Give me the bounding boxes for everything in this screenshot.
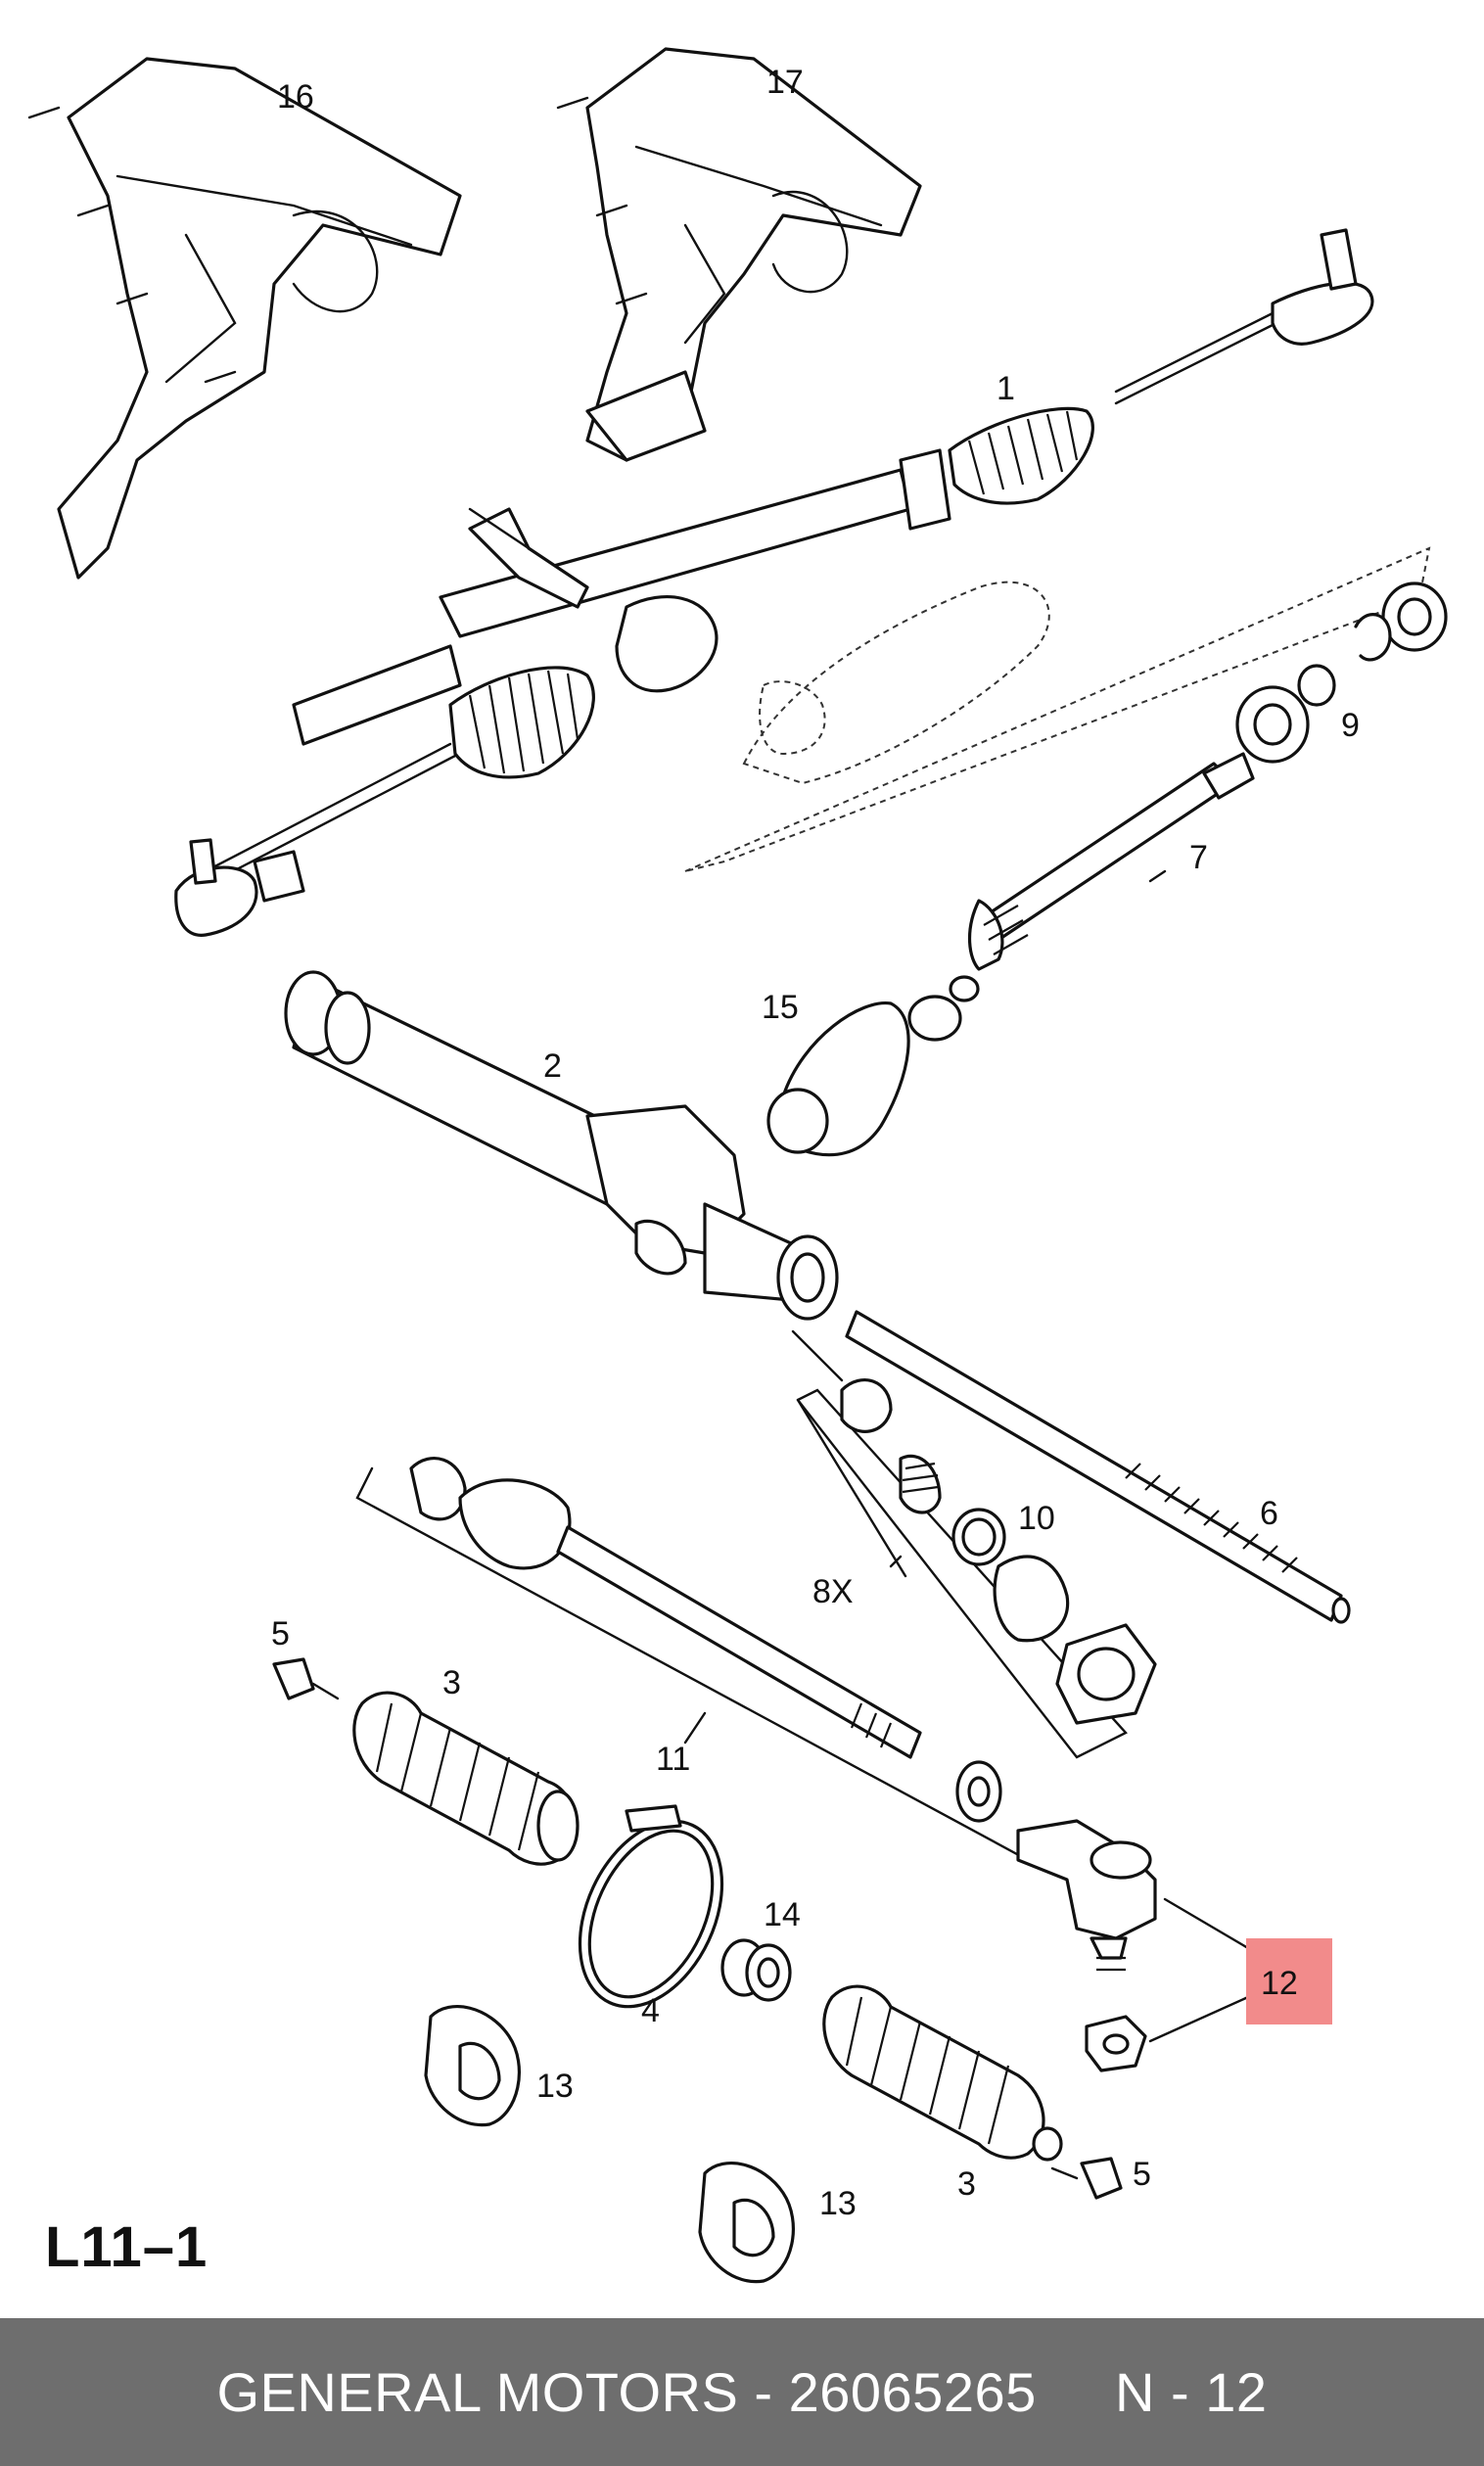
part-9-bearing-set xyxy=(1235,582,1448,764)
part-13-mount-lower xyxy=(698,2162,795,2284)
label-part-15: 15 xyxy=(762,989,799,1026)
label-part-14: 14 xyxy=(764,1896,801,1933)
highlight-box-part-12 xyxy=(1246,1938,1332,2024)
label-part-17: 17 xyxy=(766,64,804,101)
label-part-4: 4 xyxy=(641,1992,660,2029)
part-5-clamp-upper xyxy=(272,1657,340,1700)
part-2-rack-housing xyxy=(284,970,839,1321)
footer-bar: GENERAL MOTORS - 26065265 N - 12 xyxy=(0,2318,1484,2466)
part-1-rack-assembly xyxy=(174,228,1431,937)
part-3-bellows-upper xyxy=(352,1691,580,1866)
label-part-11: 11 xyxy=(656,1741,690,1778)
part-3-bellows-lower xyxy=(822,1984,1063,2162)
part-12-tie-rod-end xyxy=(1016,1819,1250,2072)
label-part-3-lower: 3 xyxy=(957,2165,976,2203)
label-part-9: 9 xyxy=(1341,707,1360,744)
part-16-bracket xyxy=(27,57,462,580)
label-part-8x: 8X xyxy=(812,1573,854,1610)
label-part-2: 2 xyxy=(543,1047,562,1085)
part-4-clamp-band xyxy=(578,1804,724,2009)
part-7-pinion-shaft xyxy=(907,752,1255,1042)
part-14-bush xyxy=(720,1938,792,2002)
label-part-12: 12 xyxy=(1261,1965,1298,2002)
label-part-5-upper: 5 xyxy=(271,1615,290,1652)
label-part-7: 7 xyxy=(1189,839,1208,876)
label-part-13-upper: 13 xyxy=(536,2068,574,2105)
label-part-10: 10 xyxy=(1018,1500,1055,1537)
part-5-clamp-lower xyxy=(1050,2157,1123,2200)
label-part-16: 16 xyxy=(277,78,314,116)
label-part-13-lower: 13 xyxy=(819,2185,857,2222)
label-part-5-lower: 5 xyxy=(1133,2156,1151,2193)
diagram-code: L11–1 xyxy=(45,2215,209,2279)
part-17-bracket xyxy=(556,47,922,462)
label-part-1: 1 xyxy=(997,370,1015,407)
label-part-3-upper: 3 xyxy=(442,1664,461,1701)
steering-rack-exploded-diagram: 16 17 1 9 7 15 2 10 6 8X 5 3 11 14 12 4 … xyxy=(27,47,1448,2284)
footer-part-number: GENERAL MOTORS - 26065265 N - 12 xyxy=(216,2361,1268,2423)
label-part-6: 6 xyxy=(1260,1495,1278,1532)
part-13-mount-upper xyxy=(424,2005,521,2127)
leader-lines xyxy=(683,869,1167,1745)
part-6-rack xyxy=(845,1310,1351,1624)
part-8x-rack-guide-set xyxy=(791,1329,1157,1759)
part-15-dust-cover xyxy=(766,1001,910,1157)
part-11-tie-rod xyxy=(355,1457,1040,1862)
